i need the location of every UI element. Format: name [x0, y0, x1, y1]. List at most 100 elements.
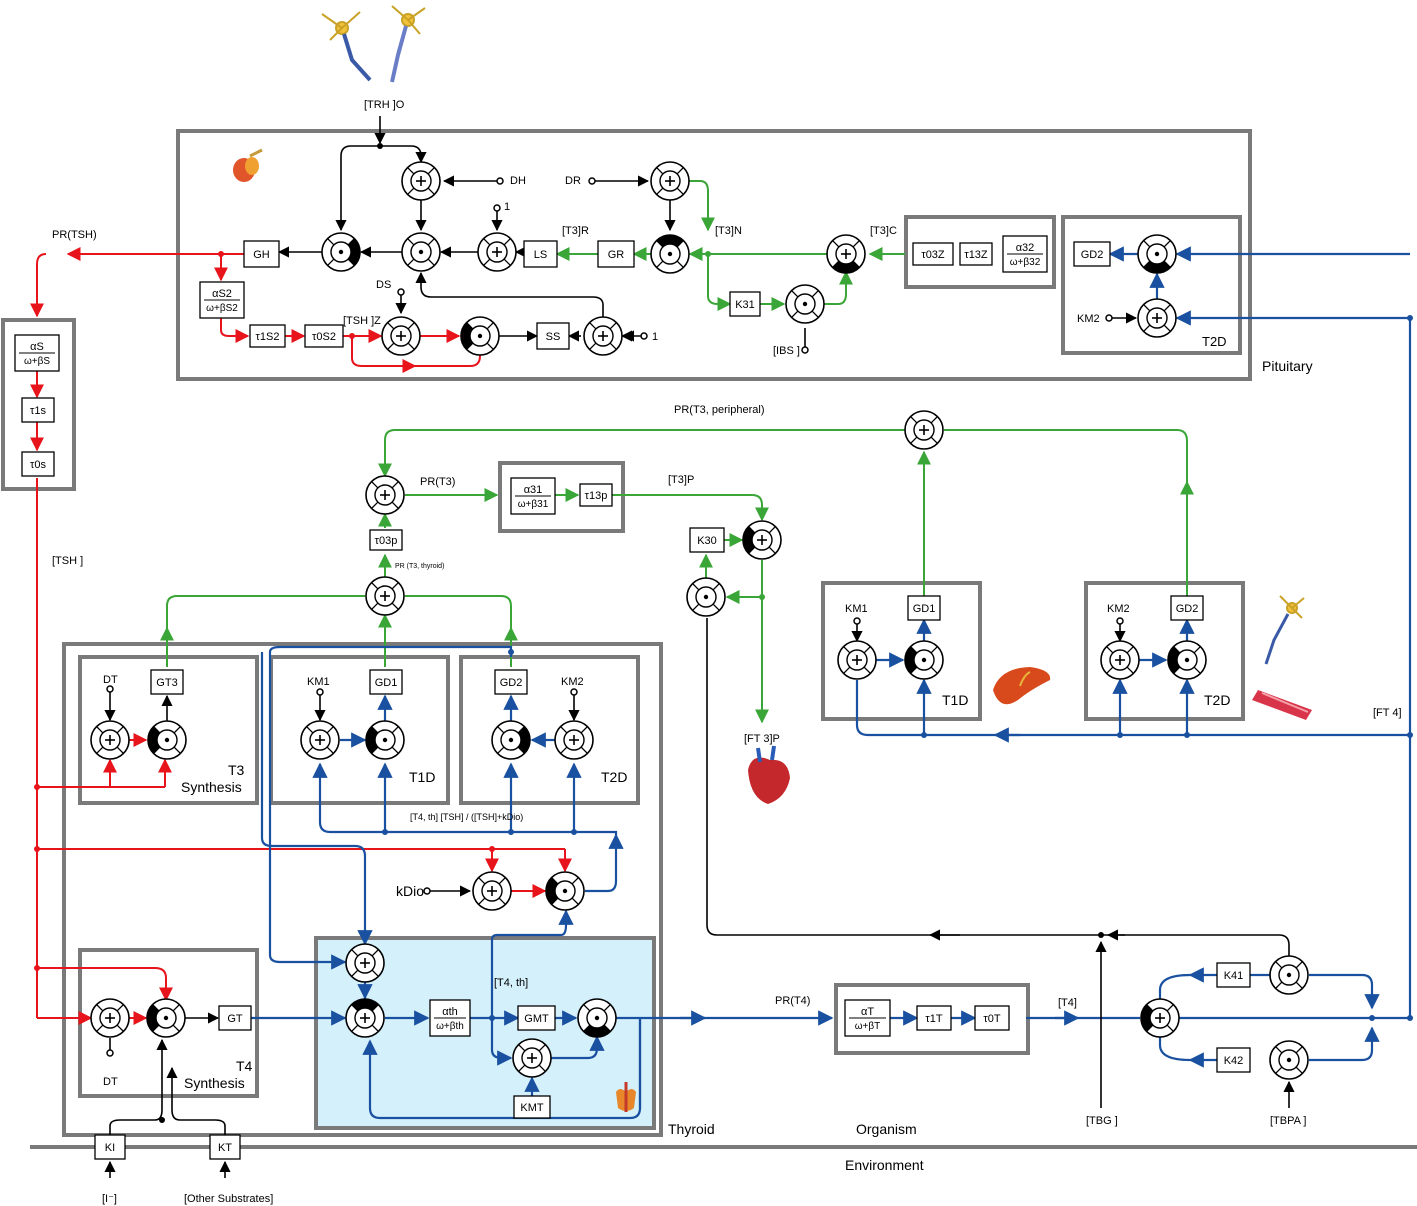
block-label: τ0T — [983, 1013, 1000, 1025]
signal-trh: [TRH ]O — [364, 99, 405, 111]
signal-pr-t3-thyroid: PR (T3, thyroid) — [395, 563, 444, 570]
label-t4-synthesis-b: Synthesis — [184, 1075, 245, 1091]
multiplying-junction — [1269, 955, 1309, 995]
signal-t3-c: [T3]C — [870, 225, 897, 237]
input-km1-thyroid: KM1 — [307, 676, 330, 688]
summing-junction — [365, 576, 405, 616]
input-dt-a: DT — [103, 674, 118, 686]
t3-peripheral-frame — [498, 461, 625, 533]
label-pituitary: Pituitary — [1262, 358, 1313, 374]
t3p-out — [612, 494, 769, 522]
junction-dot — [571, 829, 577, 835]
signal-t4: [T4] — [1058, 997, 1077, 1009]
multiplying-junction — [146, 998, 186, 1038]
liver-t1d-frame — [821, 581, 982, 721]
terminal — [853, 617, 861, 625]
junction-dot — [1117, 732, 1123, 738]
muscle-neuron-icon — [1264, 595, 1305, 665]
summing-junction — [90, 720, 130, 760]
tau-13z-block: τ13Z — [959, 242, 993, 266]
signal-tbg: [TBG ] — [1086, 1115, 1118, 1127]
signal-pr-tsh: PR(TSH) — [52, 229, 97, 241]
k31-block: K31 — [729, 291, 761, 317]
block-numerator: α32 — [1016, 242, 1035, 254]
summing-junction — [837, 640, 877, 680]
summing-junction — [904, 410, 944, 450]
heart-icon — [756, 745, 776, 763]
junction-dot — [159, 1117, 165, 1123]
block-label: KMT — [520, 1102, 544, 1114]
terminal — [496, 177, 504, 185]
liver-icon — [1019, 671, 1031, 687]
thyroid-frame — [62, 642, 663, 1137]
muscle-neuron-icon — [1279, 595, 1305, 619]
junction-dot — [377, 143, 383, 149]
t3-n-up — [689, 180, 715, 232]
multiplying-junction — [904, 640, 944, 680]
dio-to-deiod — [585, 833, 624, 893]
k30-block: K30 — [689, 527, 725, 553]
multiplying-junction — [577, 998, 617, 1038]
k41-loop — [1309, 973, 1380, 1010]
block-label: K42 — [1224, 1055, 1244, 1067]
summing-junction — [365, 475, 405, 515]
junction-dot — [1407, 732, 1413, 738]
label-thyroid: Thyroid — [668, 1121, 715, 1137]
pituitary-gland-icon — [233, 148, 263, 182]
terminal — [570, 688, 578, 696]
block-label: GD1 — [375, 677, 398, 689]
multiplying-junction — [785, 284, 825, 324]
input-km1-liver: KM1 — [845, 603, 868, 615]
signal-tbpa: [TBPA ] — [1270, 1115, 1306, 1127]
summing-junction — [650, 161, 690, 201]
terminal — [493, 204, 501, 212]
kmt-block: KMT — [513, 1095, 551, 1119]
kt-block: KT — [209, 1134, 241, 1160]
summing-junction — [90, 998, 130, 1038]
block-numerator: αth — [442, 1006, 458, 1018]
summing-junction — [1100, 640, 1140, 680]
block-label: K31 — [735, 299, 755, 311]
trh-split-right — [380, 145, 427, 164]
tau-1t-block: τ1T — [916, 1005, 952, 1031]
label-thyroid-t1d: T1D — [409, 769, 435, 785]
muscle-icon — [1261, 692, 1309, 713]
muscle-t2d-frame — [1084, 581, 1245, 721]
block-label: GD1 — [913, 603, 936, 615]
block-label: GH — [253, 249, 270, 261]
kt-input — [166, 1066, 226, 1135]
junction-dot — [508, 649, 514, 655]
terminal — [1105, 314, 1113, 322]
summing-junction — [472, 871, 512, 911]
input-dr: DR — [565, 175, 581, 187]
summing-junction — [1137, 298, 1177, 338]
pit-t2d-frame — [1061, 215, 1242, 355]
terminal — [397, 288, 405, 296]
signal-other-substrates: [Other Substrates] — [184, 1193, 273, 1205]
gd1-thyroid-block: GD1 — [369, 669, 403, 695]
block-label: τ1s — [30, 405, 46, 417]
summing-junction — [345, 943, 385, 983]
multiplying-junction — [1137, 234, 1177, 274]
block-label: GT — [227, 1013, 243, 1025]
thyroid-t2d-frame — [459, 655, 640, 805]
tbg-loop — [706, 618, 1290, 956]
signal-t3-n: [T3]N — [715, 225, 742, 237]
label-liver-t1d: T1D — [942, 692, 968, 708]
block-label: GMT — [524, 1013, 549, 1025]
input-terminals — [106, 177, 1124, 1057]
block-label: τ0s — [30, 459, 46, 471]
block-numerator: α31 — [524, 484, 543, 496]
signal-tsh: [TSH ] — [52, 555, 83, 567]
junction-dot — [508, 829, 514, 835]
tau-03p-block: τ03p — [369, 529, 403, 551]
t4th-to-kmt-sum — [490, 1018, 513, 1066]
summing-junction — [554, 720, 594, 760]
terminal — [640, 332, 648, 340]
summing-junction — [477, 232, 517, 272]
k31-loop — [707, 254, 732, 311]
block-numerator: αT — [861, 1006, 874, 1018]
gmt-block: GMT — [517, 1005, 556, 1031]
